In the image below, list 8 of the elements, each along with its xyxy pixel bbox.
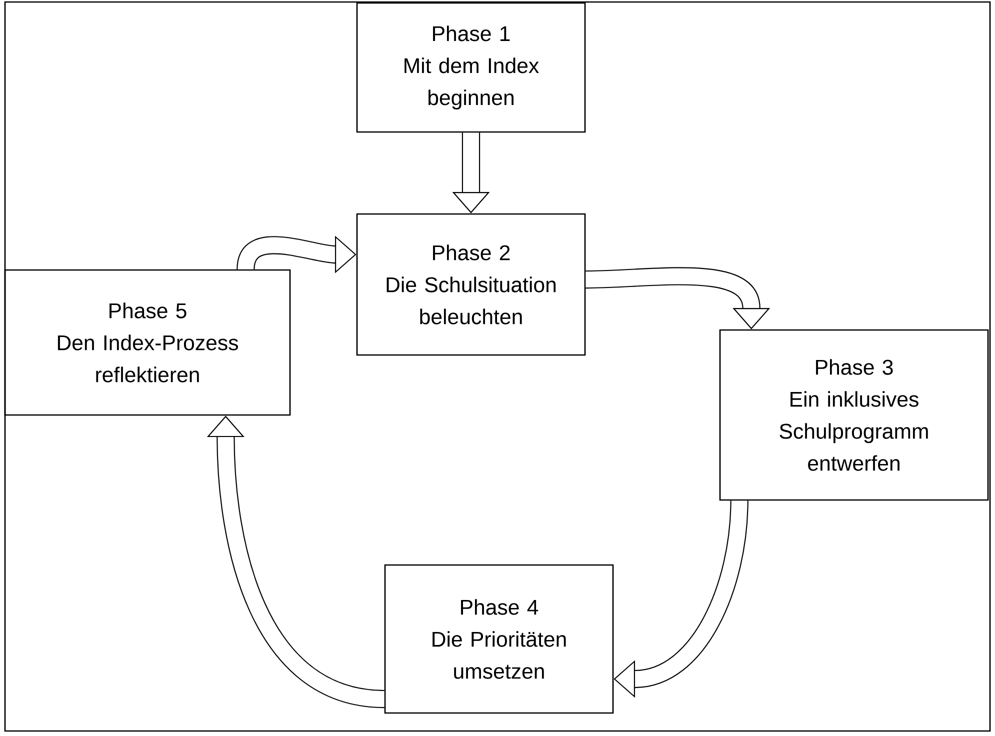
process-box: Phase 2 Die Schulsituation beleuchten — [356, 213, 586, 356]
block-arrow — [586, 267, 770, 330]
block-arrow — [206, 416, 386, 708]
block-arrow — [614, 500, 748, 698]
process-box: Phase 3 Ein inklusives Schulprogramm entwerfen — [719, 329, 989, 501]
process-box: Phase 4 Die Prioritäten umsetzen — [384, 564, 614, 714]
process-box: Phase 5 Den Index-Prozess reflektieren — [4, 269, 291, 416]
process-box: Phase 1 Mit dem Index beginnen — [356, 2, 586, 133]
